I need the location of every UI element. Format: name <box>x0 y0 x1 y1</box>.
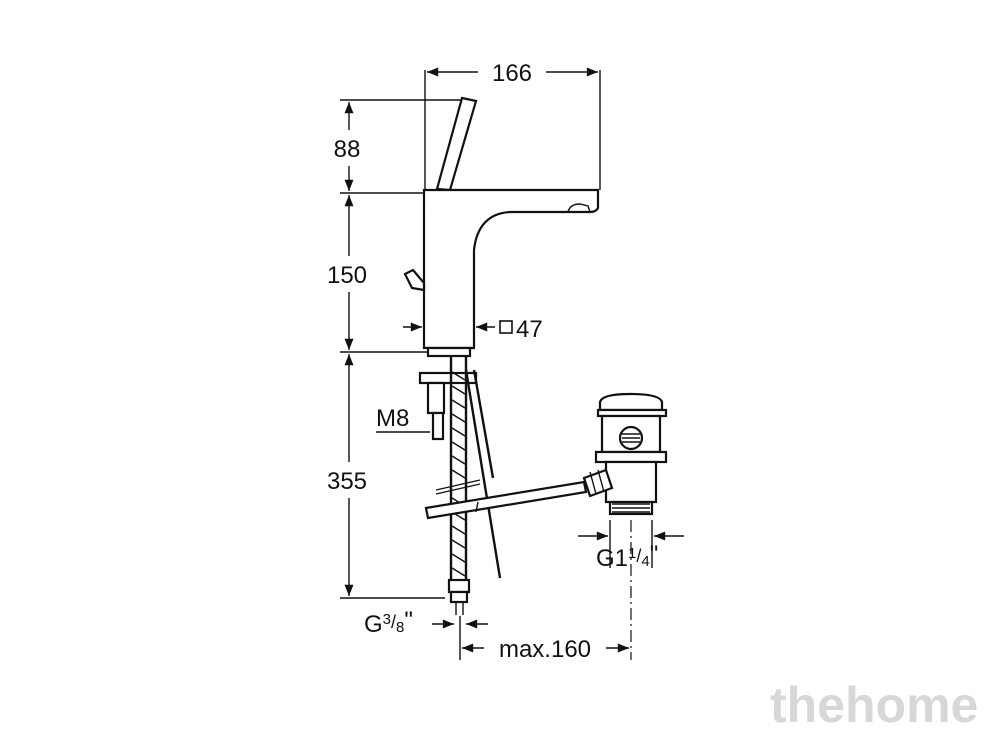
faucet-body <box>403 188 600 358</box>
dim-88-label: 88 <box>334 136 361 163</box>
popup-rod <box>424 369 588 579</box>
max-160-label: max.160 <box>499 636 591 663</box>
dim-166-label: 166 <box>492 60 532 87</box>
supply-thread-label: G3/8" <box>364 607 413 638</box>
square-symbol-icon <box>499 320 513 334</box>
waste-thread-label: G11/4" <box>596 541 658 572</box>
dim-355-label: 355 <box>327 468 367 495</box>
waste-valve <box>582 392 668 516</box>
dim-47-label: 47 <box>516 316 543 343</box>
mounting-assembly: M8 <box>376 371 478 441</box>
lever-handle <box>435 96 478 192</box>
dim-width-166: 166 <box>424 60 601 190</box>
dim-lever-88: 88 <box>334 99 470 194</box>
flex-hose <box>435 356 481 615</box>
watermark-logo: thehome <box>770 677 979 733</box>
dim-below-355: 355 <box>327 354 445 599</box>
waste-centerline <box>578 520 684 660</box>
dim-body-47: 47 <box>403 316 543 343</box>
dim-spout-150: 150 <box>327 195 430 353</box>
dim-max-160: max.160 <box>459 616 629 663</box>
dim-150-label: 150 <box>327 262 367 289</box>
m8-label: M8 <box>376 405 409 432</box>
